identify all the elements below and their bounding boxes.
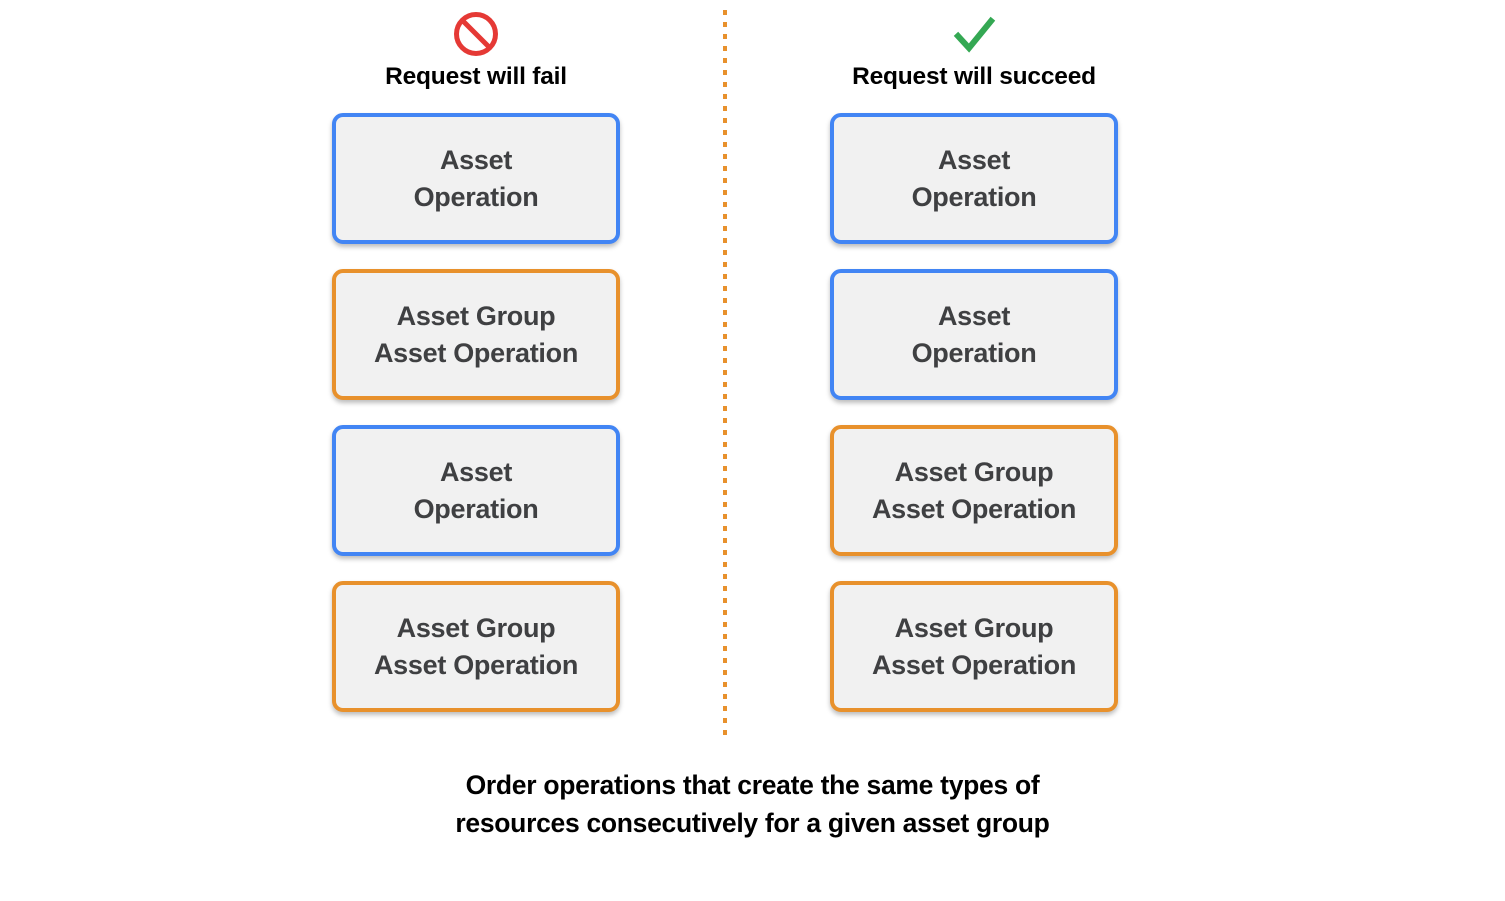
- operation-box[interactable]: Asset Group Asset Operation: [830, 425, 1118, 556]
- operation-box-label: Asset Group Asset Operation: [373, 612, 579, 680]
- column-header-label-succeed: Request will succeed: [852, 63, 1096, 90]
- column-header-succeed: Request will succeed: [794, 10, 1154, 92]
- caption-line-1: Order operations that create the same ty…: [465, 770, 1040, 800]
- operation-box-label: Asset Group Asset Operation: [373, 300, 579, 368]
- caption-line-2: resources consecutively for a given asse…: [455, 808, 1050, 838]
- column-header-fail: Request will fail: [296, 10, 656, 92]
- operation-box-label: Asset Group Asset Operation: [871, 612, 1077, 680]
- operation-box-label: Asset Group Asset Operation: [871, 456, 1077, 524]
- operation-box[interactable]: Asset Group Asset Operation: [332, 581, 620, 712]
- operation-box-label: Asset Operation: [911, 300, 1037, 368]
- checkmark-icon: [953, 16, 996, 53]
- operation-box[interactable]: Asset Operation: [332, 113, 620, 244]
- operation-box[interactable]: Asset Operation: [830, 269, 1118, 400]
- operation-box[interactable]: Asset Group Asset Operation: [830, 581, 1118, 712]
- box-stack-succeed: Asset Operation Asset Operation Asset Gr…: [830, 113, 1118, 712]
- column-divider: [723, 10, 727, 736]
- column-header-label-fail: Request will fail: [385, 63, 567, 90]
- no-entry-icon: [454, 12, 498, 56]
- box-stack-fail: Asset Operation Asset Group Asset Operat…: [332, 113, 620, 712]
- operation-box-label: Asset Operation: [413, 144, 539, 212]
- operation-box-label: Asset Operation: [911, 144, 1037, 212]
- diagram-caption: Order operations that create the same ty…: [0, 766, 1505, 842]
- operation-box-label: Asset Operation: [413, 456, 539, 524]
- operation-box[interactable]: Asset Operation: [830, 113, 1118, 244]
- operation-box[interactable]: Asset Group Asset Operation: [332, 269, 620, 400]
- operation-box[interactable]: Asset Operation: [332, 425, 620, 556]
